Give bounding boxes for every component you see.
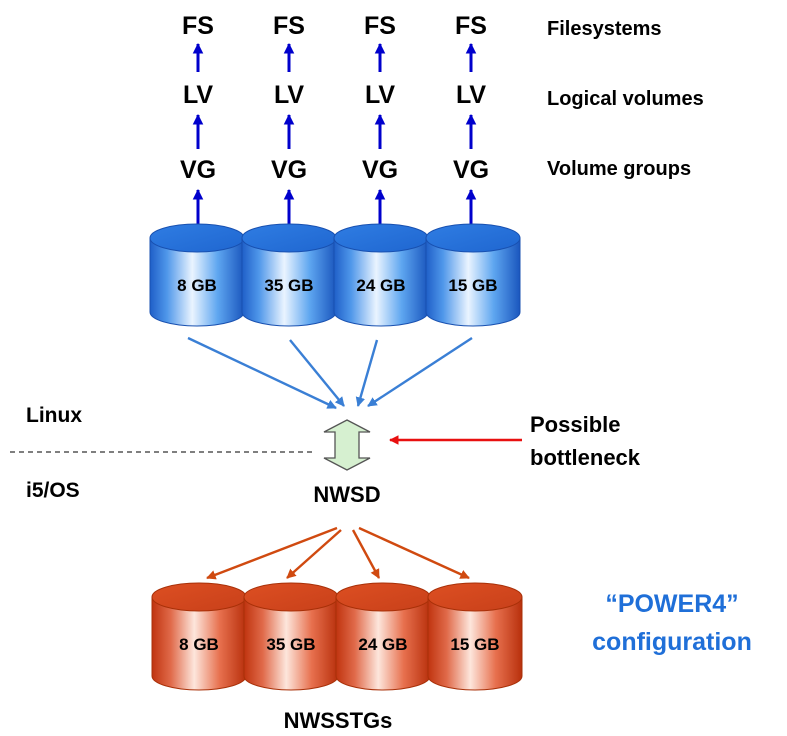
stack-column-4: FS LV VG <box>453 12 489 228</box>
i5os-label: i5/OS <box>26 479 80 502</box>
disk-top <box>149 223 245 253</box>
config-label-line2: configuration <box>592 628 752 656</box>
fs-label: FS <box>364 12 396 40</box>
arrow-nwsd-to-storage3 <box>351 529 381 579</box>
arrow-nwsd-to-storage2 <box>286 529 342 579</box>
linux-disk-1: 8 GB <box>149 223 245 327</box>
disk-body <box>425 237 521 327</box>
disk-size-label: 15 GB <box>450 635 499 654</box>
arrow-nwsd-to-storage1 <box>206 526 338 580</box>
disk-top <box>427 582 523 612</box>
stack-column-3: FS LV VG <box>362 12 398 228</box>
linux-disk-3: 24 GB <box>333 223 429 327</box>
config-label-line1: “POWER4” <box>605 590 738 618</box>
bottleneck-label-line1: Possible <box>530 412 620 437</box>
disk-body <box>335 596 431 691</box>
linux-label: Linux <box>26 404 82 427</box>
nwsd-label: NWSD <box>313 482 380 507</box>
stack-column-1: FS LV VG <box>180 12 216 228</box>
disk-body <box>151 596 247 691</box>
linux-disk-4: 15 GB <box>425 223 521 327</box>
arrow-disk3-to-nwsd <box>355 339 379 407</box>
volume-groups-label: Volume groups <box>547 158 691 180</box>
disk-body <box>241 237 337 327</box>
arrow-disk4-to-nwsd <box>367 336 473 408</box>
vg-label: VG <box>271 156 307 184</box>
linux-disk-2: 35 GB <box>241 223 337 327</box>
filesystems-label: Filesystems <box>547 18 662 40</box>
disk-size-label: 8 GB <box>177 276 217 295</box>
arrow-nwsd-to-storage4 <box>358 526 470 580</box>
disk-size-label: 24 GB <box>356 276 405 295</box>
storage-disk-4: 15 GB <box>427 582 523 691</box>
nwsd-bidirectional-arrow <box>323 419 371 471</box>
disk-size-label: 8 GB <box>179 635 219 654</box>
disk-top <box>333 223 429 253</box>
lv-label: LV <box>365 81 395 109</box>
arrow-disk2-to-nwsd <box>289 339 345 407</box>
fs-label: FS <box>182 12 214 40</box>
storage-disk-3: 24 GB <box>335 582 431 691</box>
lv-label: LV <box>183 81 213 109</box>
vg-label: VG <box>362 156 398 184</box>
disk-top <box>241 223 337 253</box>
disk-size-label: 35 GB <box>266 635 315 654</box>
disk-top <box>425 223 521 253</box>
storage-disk-2: 35 GB <box>243 582 339 691</box>
stack-column-2: FS LV VG <box>271 12 307 228</box>
storage-disk-1: 8 GB <box>151 582 247 691</box>
nwsstgs-label: NWSSTGs <box>284 708 393 733</box>
lv-label: LV <box>274 81 304 109</box>
vg-label: VG <box>453 156 489 184</box>
disk-top <box>335 582 431 612</box>
logical-volumes-label: Logical volumes <box>547 88 704 110</box>
disk-top <box>151 582 247 612</box>
fs-label: FS <box>455 12 487 40</box>
bottleneck-label-line2: bottleneck <box>530 445 641 470</box>
fs-label: FS <box>273 12 305 40</box>
disk-size-label: 24 GB <box>358 635 407 654</box>
disk-body <box>149 237 245 327</box>
disk-body <box>333 237 429 327</box>
disk-size-label: 15 GB <box>448 276 497 295</box>
disk-body <box>243 596 339 691</box>
disk-top <box>243 582 339 612</box>
disk-size-label: 35 GB <box>264 276 313 295</box>
vg-label: VG <box>180 156 216 184</box>
arrow-disk1-to-nwsd <box>187 336 337 410</box>
lv-label: LV <box>456 81 486 109</box>
disk-body <box>427 596 523 691</box>
